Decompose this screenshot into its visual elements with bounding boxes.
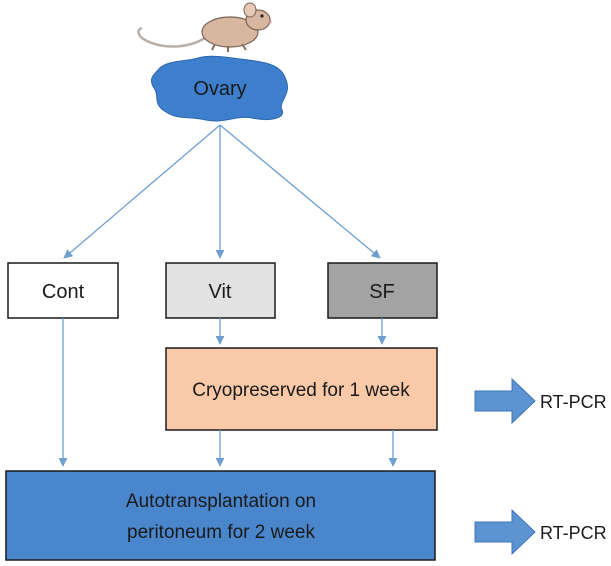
ovary-label: Ovary (193, 78, 246, 100)
cryo-box (165, 347, 438, 431)
rtpcr-cryo-output: RT-PCR (474, 377, 607, 425)
cont-node: Cont (7, 262, 119, 319)
vit-node: Vit (165, 262, 276, 319)
rtpcr-cryo-label: RT-PCR (540, 392, 607, 412)
block-arrow-icon (474, 508, 536, 556)
vit-box (165, 262, 276, 319)
auto-label-line1: Autotransplantation on (126, 491, 316, 512)
rtpcr-auto-output: RT-PCR (474, 508, 607, 556)
arrow-ovary-to-sf (219, 124, 381, 259)
block-arrow-icon (474, 377, 536, 425)
ovary-shape (150, 55, 288, 122)
mouse-icon (137, 2, 272, 52)
cont-label: Cont (42, 281, 85, 303)
auto-label-line2: peritoneum for 2 week (127, 522, 315, 543)
rtpcr-auto-label: RT-PCR (540, 523, 607, 543)
sf-node: SF (327, 262, 438, 319)
cryo-node: Cryopreserved for 1 week (165, 347, 438, 431)
vit-label: Vit (209, 281, 232, 303)
arrow-ovary-to-cont (63, 124, 221, 259)
sf-label: SF (369, 281, 395, 303)
cryo-label: Cryopreserved for 1 week (192, 380, 410, 401)
auto-node: Autotransplantation on peritoneum for 2 … (5, 470, 436, 561)
ovary-node: Ovary (150, 55, 288, 122)
sf-box (327, 262, 438, 319)
auto-box (5, 470, 436, 561)
